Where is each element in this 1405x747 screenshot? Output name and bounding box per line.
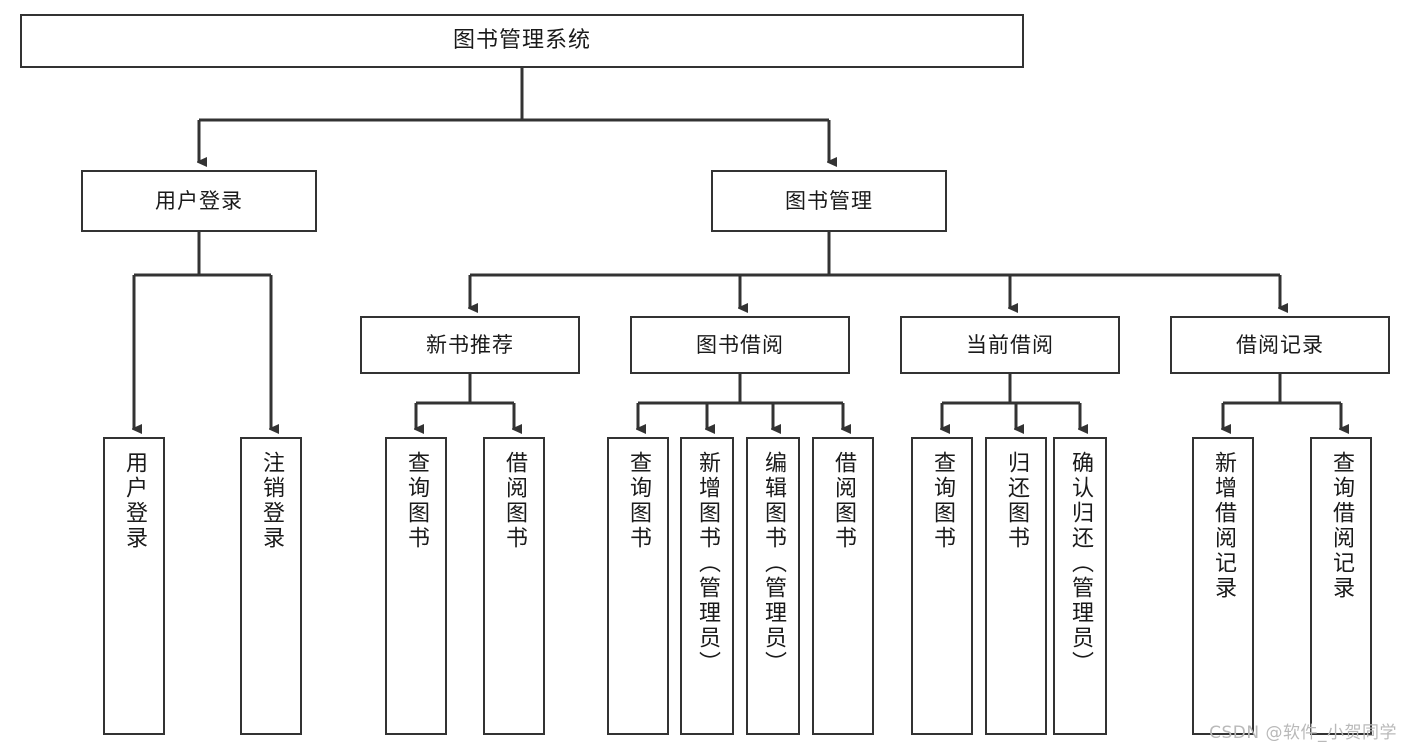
node-leaf-query-record[interactable]: 查询借阅记录 [1310, 437, 1372, 735]
node-leaf-query-book-1-label: 查询图书 [404, 451, 429, 551]
node-current-borrow[interactable]: 当前借阅 [900, 316, 1120, 374]
node-user-login[interactable]: 用户登录 [81, 170, 317, 232]
node-leaf-add-book[interactable]: 新增图书（管理员） [680, 437, 734, 735]
node-leaf-logout[interactable]: 注销登录 [240, 437, 302, 735]
node-book-manage-label: 图书管理 [785, 188, 873, 213]
node-borrow-record[interactable]: 借阅记录 [1170, 316, 1390, 374]
node-leaf-borrow-book-1[interactable]: 借阅图书 [483, 437, 545, 735]
node-leaf-add-book-label: 新增图书（管理员） [695, 451, 720, 676]
node-leaf-query-record-label: 查询借阅记录 [1329, 451, 1354, 601]
node-leaf-confirm-return-label: 确认归还（管理员） [1068, 451, 1093, 676]
node-leaf-edit-book[interactable]: 编辑图书（管理员） [746, 437, 800, 735]
node-leaf-query-book-3[interactable]: 查询图书 [911, 437, 973, 735]
node-book-borrow-label: 图书借阅 [696, 332, 784, 357]
node-current-borrow-label: 当前借阅 [966, 332, 1054, 357]
node-root-label: 图书管理系统 [452, 28, 591, 54]
node-user-login-label: 用户登录 [155, 188, 243, 213]
watermark-text: CSDN @软件_小贺同学 [1209, 723, 1397, 743]
node-leaf-edit-book-label: 编辑图书（管理员） [761, 451, 786, 676]
node-leaf-return-book-label: 归还图书 [1004, 451, 1029, 551]
node-new-book-rec-label: 新书推荐 [426, 332, 514, 357]
node-leaf-logout-label: 注销登录 [259, 451, 284, 551]
node-leaf-user-login-label: 用户登录 [122, 451, 147, 551]
node-leaf-query-book-2-label: 查询图书 [626, 451, 651, 551]
node-leaf-add-record[interactable]: 新增借阅记录 [1192, 437, 1254, 735]
node-leaf-query-book-2[interactable]: 查询图书 [607, 437, 669, 735]
node-book-manage[interactable]: 图书管理 [711, 170, 947, 232]
node-leaf-add-record-label: 新增借阅记录 [1211, 451, 1236, 601]
node-leaf-query-book-3-label: 查询图书 [930, 451, 955, 551]
node-root[interactable]: 图书管理系统 [20, 14, 1024, 68]
node-leaf-borrow-book-2[interactable]: 借阅图书 [812, 437, 874, 735]
node-leaf-borrow-book-2-label: 借阅图书 [831, 451, 856, 551]
node-leaf-return-book[interactable]: 归还图书 [985, 437, 1047, 735]
node-borrow-record-label: 借阅记录 [1236, 332, 1324, 357]
node-book-borrow[interactable]: 图书借阅 [630, 316, 850, 374]
node-leaf-confirm-return[interactable]: 确认归还（管理员） [1053, 437, 1107, 735]
node-leaf-query-book-1[interactable]: 查询图书 [385, 437, 447, 735]
node-leaf-user-login[interactable]: 用户登录 [103, 437, 165, 735]
node-leaf-borrow-book-1-label: 借阅图书 [502, 451, 527, 551]
node-new-book-rec[interactable]: 新书推荐 [360, 316, 580, 374]
